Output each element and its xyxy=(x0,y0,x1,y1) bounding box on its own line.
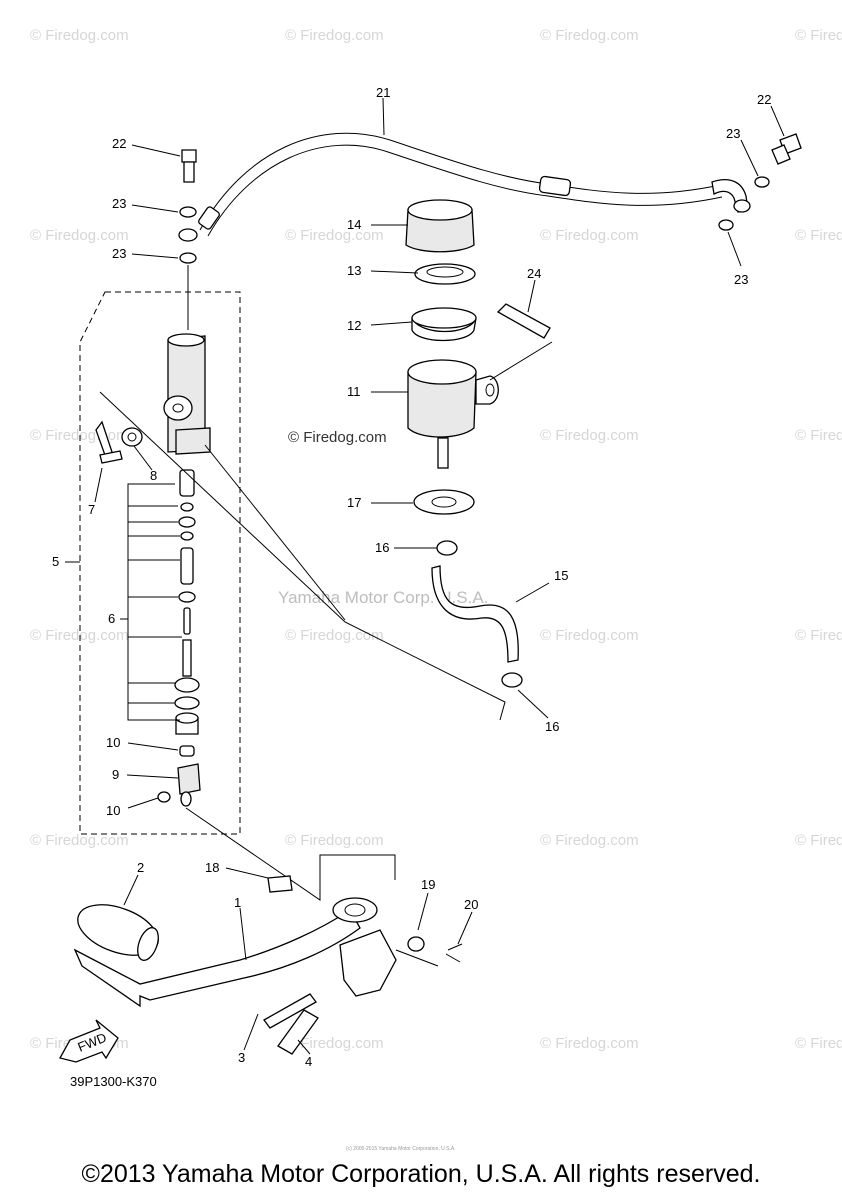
diaphragm xyxy=(411,317,477,342)
watermark: © Firedog.com xyxy=(795,1035,842,1052)
copper-washer xyxy=(754,176,770,188)
watermark: © Firedog.com xyxy=(540,427,639,444)
callout-22: 22 xyxy=(112,136,126,151)
watermark: © Firedog.com xyxy=(285,27,384,44)
callout-8: 8 xyxy=(150,468,157,483)
callout-10: 10 xyxy=(106,803,120,818)
watermark: © Firedog.com xyxy=(540,832,639,849)
assembly-outline xyxy=(79,291,241,835)
callout-7: 7 xyxy=(88,502,95,517)
reservoir-bolt xyxy=(496,303,551,339)
watermark: © Firedog.com xyxy=(30,27,129,44)
callout-leaders xyxy=(65,97,785,1055)
hose-fitting xyxy=(198,206,220,230)
pedal-boss xyxy=(332,897,378,923)
watermark: © Firedog.com xyxy=(285,1035,384,1052)
callout-4: 4 xyxy=(305,1054,312,1069)
callout-17: 17 xyxy=(347,495,361,510)
pedal-pin xyxy=(267,875,293,893)
sleeve xyxy=(277,1009,319,1055)
callout-24: 24 xyxy=(527,266,541,281)
washer xyxy=(407,936,425,952)
callout-11: 11 xyxy=(347,384,361,399)
watermark: © Firedog.com xyxy=(285,627,384,644)
kit-bracket xyxy=(127,483,182,721)
callout-23: 23 xyxy=(734,272,748,287)
copyright-notice: ©2013 Yamaha Motor Corporation, U.S.A. A… xyxy=(81,1160,761,1188)
callout-5: 5 xyxy=(52,554,59,569)
watermark: © Firedog.com xyxy=(30,627,129,644)
master-cylinder xyxy=(163,333,211,455)
watermark: © Firedog.com xyxy=(285,832,384,849)
callout-15: 15 xyxy=(554,568,568,583)
callout-16: 16 xyxy=(375,540,389,555)
grommet xyxy=(413,489,475,515)
union-bolt-left xyxy=(178,149,198,330)
parts-diagram: © Firedog.com © Firedog.com © Firedog.co… xyxy=(30,27,842,1152)
callout-21: 21 xyxy=(376,85,390,100)
watermark: © Firedog.com xyxy=(795,427,842,444)
callout-1: 1 xyxy=(234,895,241,910)
callout-13: 13 xyxy=(347,263,361,278)
callout-19: 19 xyxy=(421,877,435,892)
callout-16: 16 xyxy=(545,719,559,734)
callout-23: 23 xyxy=(112,196,126,211)
pedal-arm xyxy=(73,909,361,1008)
copper-washer xyxy=(718,219,734,231)
hose-clip xyxy=(501,672,523,688)
hose-joint xyxy=(95,420,143,464)
banjo-eye xyxy=(733,199,751,213)
watermark: © Firedog.com xyxy=(795,227,842,244)
callout-labels: 21 22 23 23 22 23 23 14 13 12 24 11 17 1… xyxy=(52,85,771,1069)
pedal-bracket xyxy=(339,929,397,997)
nut xyxy=(121,427,143,447)
watermark: © Firedog.com xyxy=(540,227,639,244)
watermark: © Firedog.com xyxy=(795,832,842,849)
callout-6: 6 xyxy=(108,611,115,626)
callout-18: 18 xyxy=(205,860,219,875)
spring xyxy=(263,993,317,1029)
callout-9: 9 xyxy=(112,767,119,782)
watermark: © Firedog.com xyxy=(285,227,384,244)
callout-23: 23 xyxy=(112,246,126,261)
diagram-code: 39P1300-K370 xyxy=(70,1074,157,1089)
watermark: © Firedog.com xyxy=(795,27,842,44)
callout-2: 2 xyxy=(137,860,144,875)
callout-22: 22 xyxy=(757,92,771,107)
callout-20: 20 xyxy=(464,897,478,912)
watermark: © Firedog.com xyxy=(795,627,842,644)
cylinder-kit xyxy=(157,469,201,807)
reservoir-hose xyxy=(431,565,519,663)
hose-clip xyxy=(436,540,458,556)
reservoir-tank xyxy=(407,371,477,438)
overlay-watermark: Yamaha Motor Corp. U.S.A. xyxy=(278,588,488,607)
copper-washer xyxy=(179,206,197,218)
reservoir-cap xyxy=(405,209,475,253)
hose-fitting xyxy=(538,175,572,197)
watermark: © Firedog.com xyxy=(30,832,129,849)
callout-3: 3 xyxy=(238,1050,245,1065)
watermark: © Firedog.com xyxy=(540,27,639,44)
callout-12: 12 xyxy=(347,318,361,333)
hose-union xyxy=(178,228,198,242)
watermark: © Firedog.com xyxy=(30,427,129,444)
brake-pedal xyxy=(73,875,463,1055)
copper-washer xyxy=(179,252,197,264)
cotter-pin xyxy=(445,943,463,963)
center-watermark: © Firedog.com xyxy=(288,429,387,446)
brake-hose xyxy=(198,132,751,237)
leader-lines xyxy=(99,341,553,901)
watermark: © Firedog.com xyxy=(30,227,129,244)
callout-14: 14 xyxy=(347,217,361,232)
union-bolt-right xyxy=(718,133,802,231)
callout-10: 10 xyxy=(106,735,120,750)
callout-23: 23 xyxy=(726,126,740,141)
watermark: © Firedog.com xyxy=(540,1035,639,1052)
reservoir-assembly xyxy=(405,199,551,688)
fine-print: (c) 2005-2015 Yamaha Motor Corporation, … xyxy=(346,1146,456,1152)
watermark: © Firedog.com xyxy=(540,627,639,644)
